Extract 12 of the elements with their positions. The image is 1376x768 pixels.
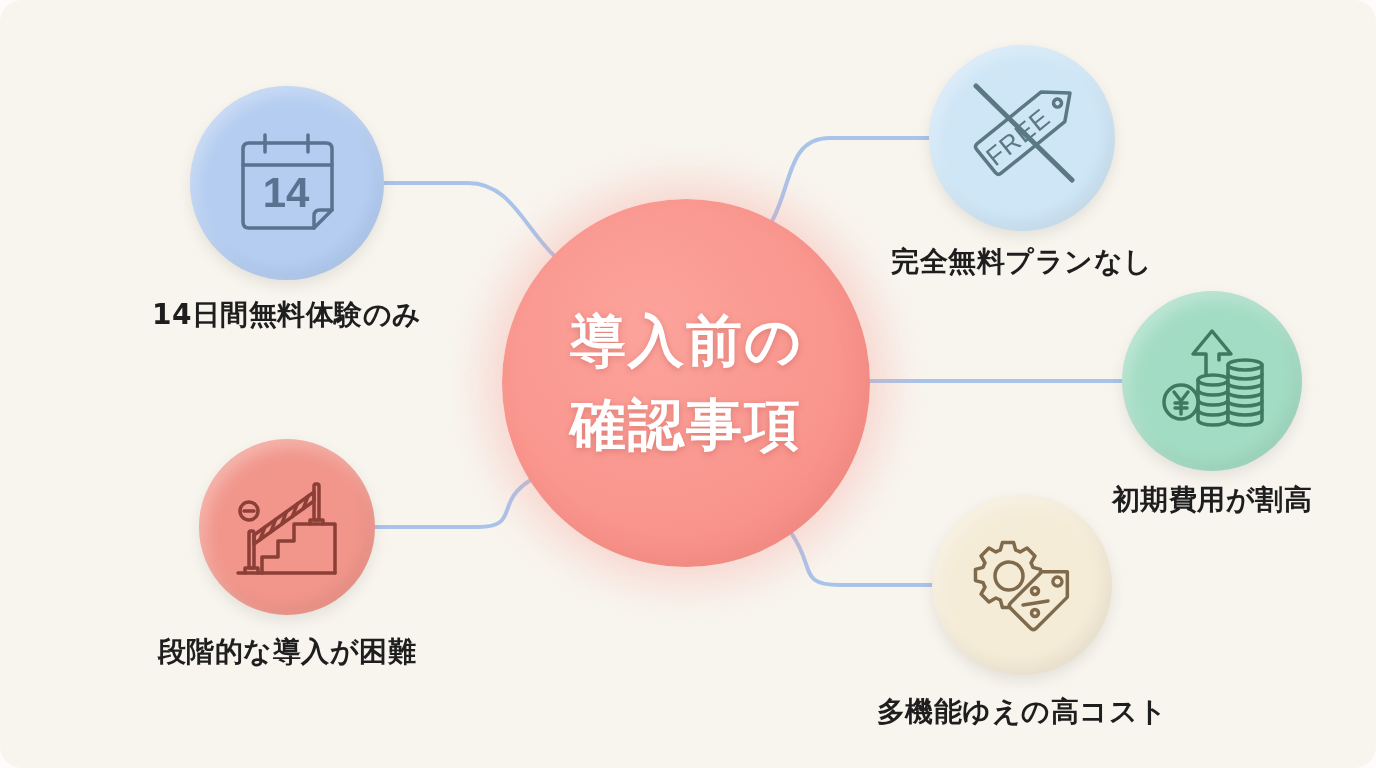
connector-line: [770, 136, 931, 223]
connector-line: [373, 478, 532, 529]
circle-caption: 完全無料プランなし: [891, 245, 1153, 279]
connector-line: [789, 531, 934, 587]
circle-caption: 初期費用が割高: [1111, 483, 1313, 517]
hub-title: 導入前の確認事項: [567, 307, 804, 459]
circle-caption: 多機能ゆえの高コスト: [876, 695, 1168, 729]
circle-caption: 14日間無料体験のみ: [152, 298, 422, 332]
date-number: 14: [262, 172, 310, 214]
connector-line: [868, 379, 1124, 384]
connector-line: [382, 181, 556, 258]
circle-caption: 段階的な導入が困難: [157, 635, 417, 669]
